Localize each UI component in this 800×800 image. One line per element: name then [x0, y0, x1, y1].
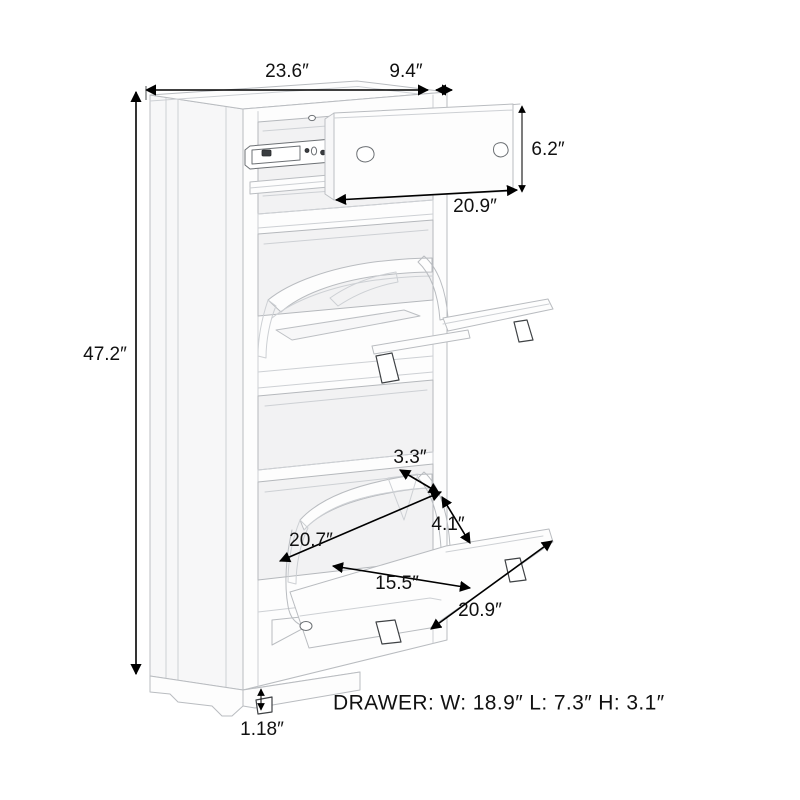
- dimension-base-clearance: 1.18″: [240, 688, 284, 740]
- drawer-height-label: 6.2″: [531, 139, 564, 160]
- divider-rail-1b: [257, 213, 434, 229]
- middle-door-front-rail: [371, 329, 471, 355]
- flip-inner-side-dim-line: [441, 496, 471, 544]
- divider-rail-2: [257, 355, 434, 373]
- flip-inner-top-label: 3.3″: [393, 447, 426, 468]
- drawer-handle-right-icon: [493, 142, 509, 158]
- screw-hole-icon: [308, 114, 316, 122]
- middle-compartment-back-edge: [263, 229, 429, 245]
- cabinet-foot-front-right: [255, 696, 273, 715]
- dimension-overall-width: 23.6″: [144, 61, 430, 100]
- drawer-spec-caption: DRAWER: W: 18.9″ L: 7.3″ H: 3.1″: [333, 692, 665, 715]
- dimension-overall-depth: 9.4″: [389, 61, 454, 96]
- base-clearance-label: 1.18″: [240, 719, 284, 740]
- bottom-door-hinge-pivot: [299, 621, 313, 631]
- drawer-slide-rail: [244, 138, 333, 170]
- divider-rail-3: [257, 451, 434, 471]
- middle-flip-door-left-wall: [257, 299, 277, 359]
- bottom-door-stopper-left: [375, 619, 402, 645]
- slide-rail-slot: [310, 146, 318, 156]
- middle-flip-door-bracket: [329, 271, 399, 307]
- flip-inner-width-dim-line: [278, 490, 443, 563]
- middle-flip-door-shelf: [275, 309, 421, 341]
- drawer-front-top-edge: [333, 109, 514, 119]
- middle-flip-door-leaf-edge: [442, 303, 550, 325]
- middle-flip-door-leaf: [442, 298, 554, 332]
- middle-door-stopper-left: [375, 352, 400, 384]
- middle-flip-door-panel: [267, 257, 433, 313]
- flip-door-width-label: 20.9″: [458, 600, 502, 621]
- overall-width-label: 23.6″: [265, 61, 309, 82]
- flip-inner-width-label: 20.7″: [289, 530, 333, 551]
- drawer-width-dim-line: [334, 184, 519, 206]
- pulled-out-drawer: [324, 103, 514, 201]
- middle-flip-door-right-arm: [417, 255, 449, 321]
- flip-shelf-depth-label: 15.5″: [375, 573, 419, 594]
- lower-compartment-panel-inner: [264, 389, 428, 407]
- slide-rail-rivet-1: [304, 148, 310, 153]
- dimension-flip-inner-top: 3.3″: [393, 447, 440, 494]
- middle-flip-door: [257, 255, 554, 384]
- overall-height-label: 47.2″: [83, 344, 127, 365]
- middle-flip-door-inner-curve: [271, 275, 434, 319]
- flip-inner-top-dim-line: [399, 469, 440, 494]
- cabinet-left-side-panel: [149, 94, 244, 691]
- dimension-flip-inner-width: 20.7″: [278, 490, 443, 563]
- flip-inner-side-label: 4.1″: [431, 514, 464, 535]
- slide-rail-clip: [261, 149, 272, 157]
- overall-depth-label: 9.4″: [389, 61, 422, 82]
- divider-rail-2b: [257, 371, 434, 389]
- dimension-flip-door-width: 20.9″: [430, 540, 553, 630]
- dimension-drawer-height: 6.2″: [518, 105, 565, 193]
- drawer-side-panel: [324, 112, 335, 201]
- dimension-overall-height: 47.2″: [83, 90, 142, 676]
- middle-door-stopper-right: [513, 319, 534, 343]
- flip-door-width-dim-line: [430, 540, 553, 630]
- dimension-drawer-width: 20.9″: [334, 184, 519, 217]
- drawer-handle-left-icon: [356, 146, 375, 163]
- drawer-width-label: 20.9″: [453, 196, 497, 217]
